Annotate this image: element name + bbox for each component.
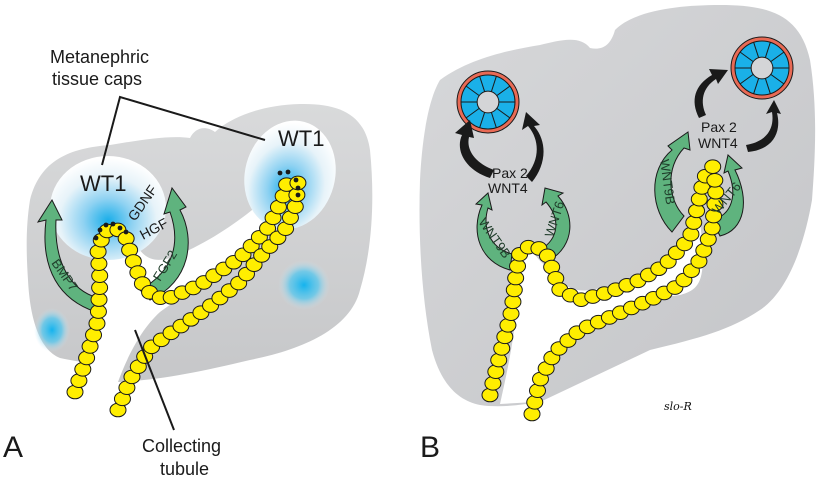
vesicle-cell-border [465,85,480,97]
bmp7-arrow[interactable] [36,198,99,313]
mesenchyme-glow-right [278,260,330,310]
renal-vesicle-left [456,70,520,134]
vesicle-cell-border [490,76,497,92]
panel-letter-a: A [3,431,23,464]
artist-signature: slo-R [664,400,692,413]
renal-vesicle-right [730,36,794,100]
black-arrow-right-down[interactable] [746,100,781,152]
panel-letter-b: B [420,431,440,464]
vesicle-cell-border [764,42,771,58]
caps-callout-line [101,95,266,166]
tubule-callout-label-line2: tubule [160,459,209,479]
wt1-label-right: WT1 [278,126,324,151]
vesicle-lumen [750,56,774,80]
tubule-cell [706,172,724,188]
wnt4-label-left: WNT4 [488,180,528,196]
wnt9b-arrow-right[interactable] [654,131,691,233]
fgf2-arrow[interactable] [139,186,189,301]
mesenchyme-glow-left [34,308,70,352]
caps-callout-label-line1: Metanephric [50,47,149,67]
vesicle-cell-border [770,51,785,63]
panel-b: Pax 2 WNT4 Pax 2 WNT4 WNT9B WNT6 WNT9B W… [419,5,816,464]
wt1-label-left: WT1 [80,171,126,196]
black-arrow-right-up[interactable] [694,69,728,118]
collecting-tubule-b [481,159,725,422]
vesicle-cell-border [479,112,486,128]
pax2-label-right: Pax 2 [701,119,737,135]
vesicle-cell-border [770,73,785,85]
wnt9b-arrow-left[interactable] [474,192,513,271]
vesicle-cell-border [753,42,760,58]
vesicle-lumen [476,90,500,114]
wnt6-arrow-right[interactable] [711,154,744,237]
tubule-callout-label-line1: Collecting [142,436,221,456]
wnt4-label-right: WNT4 [698,135,738,151]
wnt6-arrow-left[interactable] [539,187,571,261]
vesicle-cell-border [496,85,511,97]
receptor-markers-a [93,169,301,241]
vesicle-cell-border [739,51,754,63]
wnt9b-label-right: WNT9B [657,158,678,205]
black-arrow-left-up[interactable] [455,120,494,178]
panel-a: Metanephric tissue caps WT1 WT1 GDNF HGF… [3,47,373,479]
vesicle-cell-border [490,112,497,128]
vesicle-cell-border [479,76,486,92]
collecting-tubule-a [66,175,307,418]
vesicle-cell-border [739,73,754,85]
tissue-cap-left [50,156,166,260]
caps-callout-label-line2: tissue caps [52,69,142,89]
vesicle-cell-border [753,78,760,94]
black-arrows [455,69,781,182]
vesicle-cell-border [465,107,480,119]
black-arrow-left-down[interactable] [522,112,544,182]
tubule-cell [704,159,722,174]
vesicle-cell-border [496,107,511,119]
vesicle-cell-border [764,78,771,94]
tissue-cap-right [244,120,336,230]
pax2-label-left: Pax 2 [492,165,528,181]
tubule-callout-line [134,329,175,431]
